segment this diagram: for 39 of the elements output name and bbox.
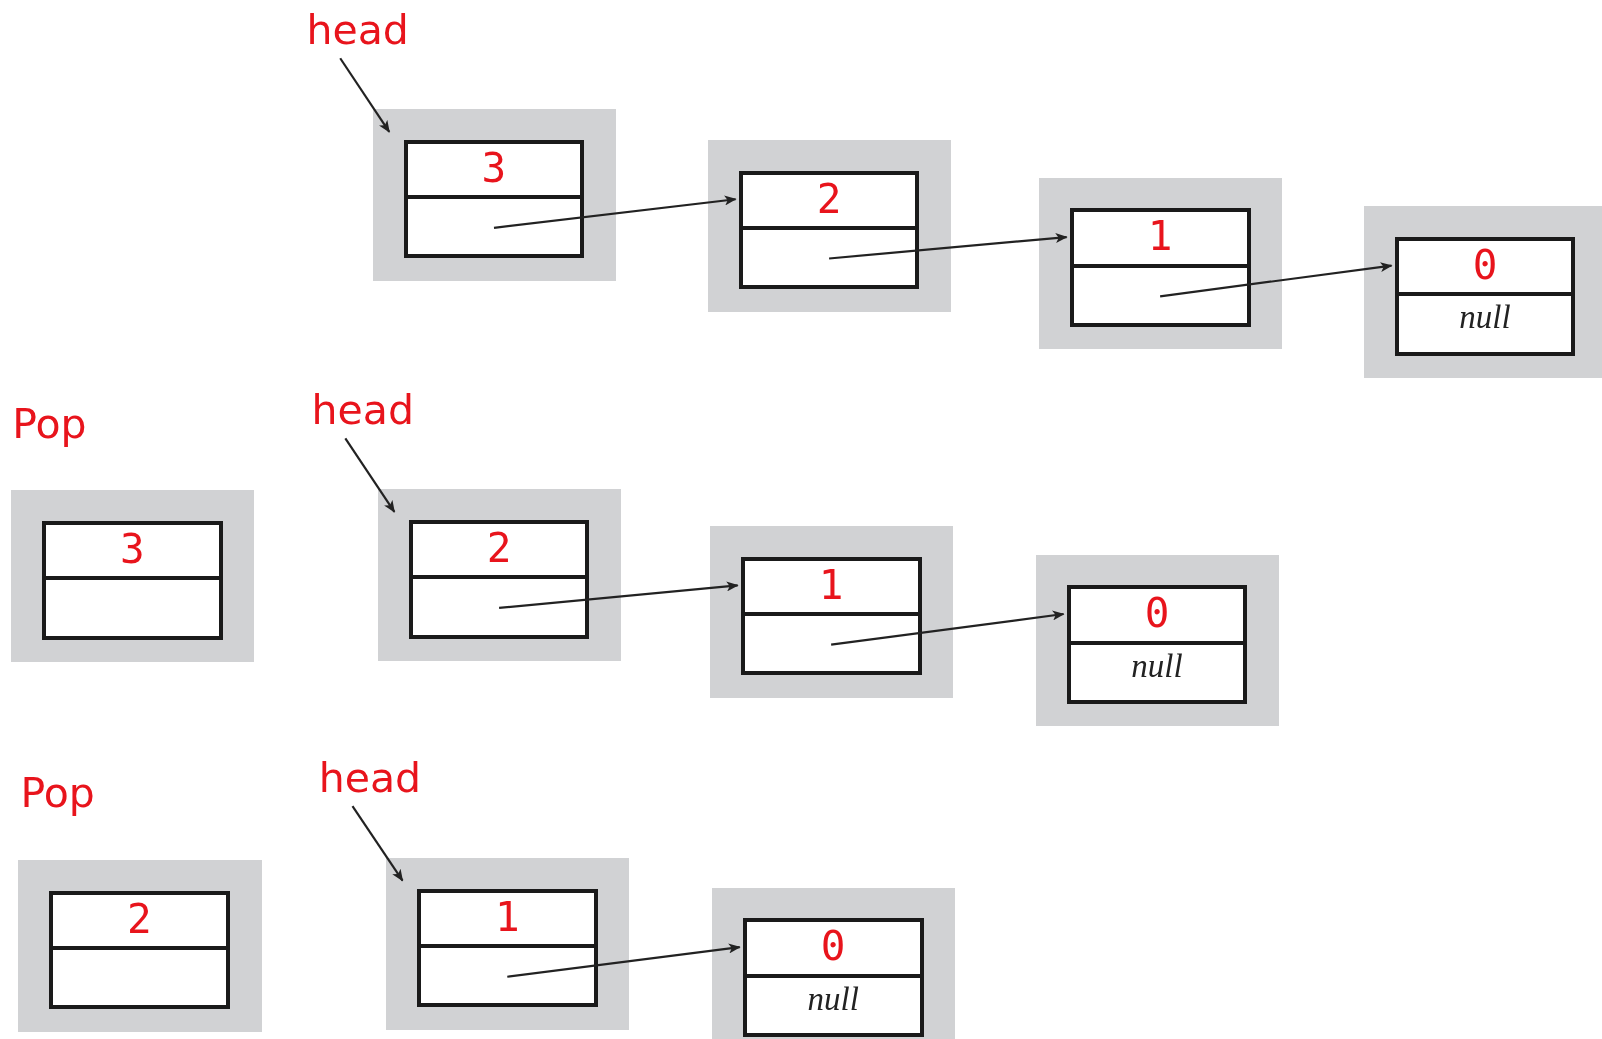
node-value: 1 xyxy=(817,564,845,606)
operation-label: Pop xyxy=(12,403,87,445)
list-node xyxy=(11,490,255,663)
node-value: 0 xyxy=(1143,593,1171,635)
pointer-arrow xyxy=(831,610,1065,646)
node-value: 0 xyxy=(819,926,847,968)
pointer-label: head xyxy=(306,10,409,52)
pointer-arrow xyxy=(351,805,404,882)
list-node xyxy=(710,526,954,698)
node-value: 0 xyxy=(1471,245,1499,286)
node-value: 3 xyxy=(118,529,146,571)
pointer-arrow xyxy=(344,437,396,513)
node-value: 2 xyxy=(485,528,513,569)
node-value: 2 xyxy=(126,898,153,940)
node-value: 1 xyxy=(1146,216,1174,258)
pointer-label: head xyxy=(318,758,422,800)
list-node xyxy=(1039,177,1283,350)
list-node xyxy=(1363,206,1602,378)
node-value: 1 xyxy=(493,896,521,938)
node-value: 3 xyxy=(480,147,508,189)
pointer-arrow xyxy=(499,581,739,609)
null-pointer: null xyxy=(806,982,860,1016)
pointer-arrow xyxy=(507,943,741,978)
operation-label: Pop xyxy=(20,773,95,815)
pointer-arrow xyxy=(829,233,1068,260)
pointer-arrow xyxy=(339,57,391,133)
list-node xyxy=(386,858,630,1030)
pointer-label: head xyxy=(311,390,414,432)
null-pointer: null xyxy=(1130,649,1184,683)
list-node xyxy=(18,860,262,1032)
list-node xyxy=(708,139,952,312)
list-node xyxy=(372,109,617,281)
pointer-arrow xyxy=(493,195,737,229)
node-value: 2 xyxy=(815,178,843,220)
list-node xyxy=(1036,554,1280,727)
list-node xyxy=(378,489,622,661)
null-pointer: null xyxy=(1458,301,1512,335)
list-node xyxy=(712,887,956,1039)
pointer-arrow xyxy=(1159,262,1393,298)
